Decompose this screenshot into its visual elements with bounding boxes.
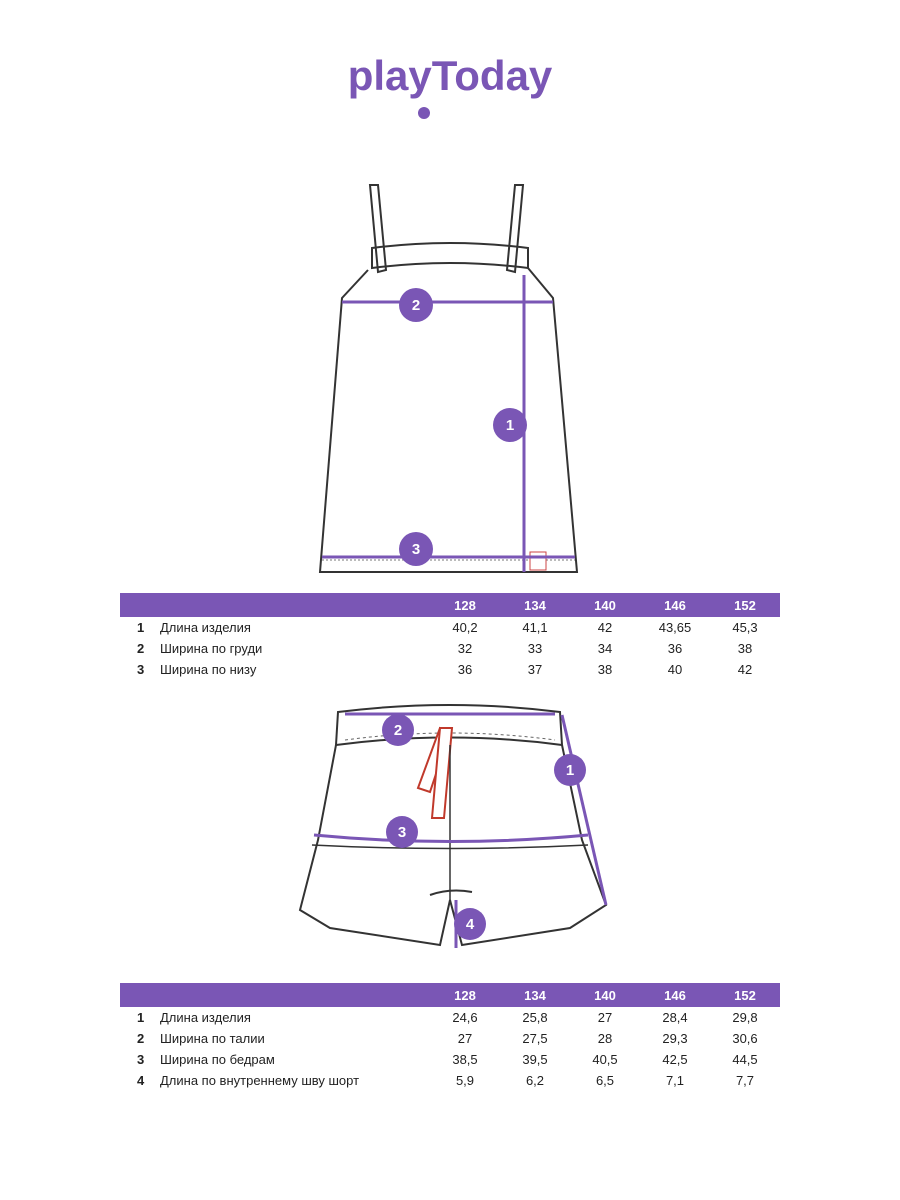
size-134: 134 <box>500 593 570 617</box>
cell-value: 34 <box>597 641 613 656</box>
shorts-length-line <box>560 714 608 906</box>
cell-value: 30,6 <box>732 1031 758 1046</box>
garment-tag <box>529 551 547 571</box>
brand-logo-mark: playToday <box>348 52 553 119</box>
cell-value: 27,5 <box>522 1031 548 1046</box>
svg-text:1: 1 <box>566 762 574 779</box>
shorts-illustration: 2 1 3 4 <box>0 700 900 970</box>
top-size-table: 128 134 140 146 152 1 Длина изделия 40,2… <box>120 593 780 680</box>
cell-value: 40 <box>667 662 683 677</box>
cell-value: 33 <box>527 641 543 656</box>
row-label: Длина по внутреннему шву шорт <box>160 1073 360 1088</box>
shorts-size-table: 128 134 140 146 152 1 Длина изделия 24,6… <box>120 983 780 1091</box>
top-size-header: 128 134 140 146 152 <box>120 593 780 617</box>
row-number: 2 <box>137 641 145 656</box>
pocket-detail <box>429 889 473 896</box>
cell-value: 43,65 <box>658 620 692 635</box>
right-strap <box>505 184 525 274</box>
row-number: 2 <box>137 1031 145 1046</box>
brand-logo: playToday <box>0 52 900 124</box>
row-label: Ширина по талии <box>160 1031 265 1046</box>
size-146: 146 <box>640 983 710 1007</box>
cell-value: 38,5 <box>452 1052 478 1067</box>
row-label: Длина изделия <box>160 620 251 635</box>
cell-value: 44,5 <box>732 1052 758 1067</box>
cell-value: 36 <box>457 662 473 677</box>
row-label: Ширина по бедрам <box>160 1052 275 1067</box>
cell-value: 38 <box>737 641 753 656</box>
table-row: 2 Ширина по груди 32 33 34 36 38 <box>120 638 780 659</box>
cell-value: 29,8 <box>732 1010 758 1025</box>
table-row: 4 Длина по внутреннему шву шорт 5,9 6,2 … <box>120 1070 780 1091</box>
table-row: 3 Ширина по бедрам 38,5 39,5 40,5 42,5 4… <box>120 1049 780 1070</box>
cell-value: 37 <box>527 662 543 677</box>
size-152: 152 <box>710 593 780 617</box>
row-number: 3 <box>137 662 145 677</box>
cell-value: 6,5 <box>595 1073 615 1088</box>
cell-value: 24,6 <box>452 1010 478 1025</box>
hip-width-line <box>313 833 589 843</box>
cell-value: 40,2 <box>452 620 478 635</box>
cell-value: 7,7 <box>735 1073 755 1088</box>
logo-dot <box>418 107 430 119</box>
cell-value: 28 <box>597 1031 613 1046</box>
cell-value: 42 <box>597 620 613 635</box>
row-number: 1 <box>137 1010 145 1025</box>
brand-logo-text: playToday <box>348 52 553 99</box>
table-row: 1 Длина изделия 24,6 25,8 27 28,4 29,8 <box>120 1007 780 1028</box>
svg-text:3: 3 <box>398 824 406 841</box>
cell-value: 5,9 <box>455 1073 475 1088</box>
top-body-outline <box>318 267 579 573</box>
drawstring-right <box>430 727 454 819</box>
neckline-band <box>371 242 529 270</box>
size-128: 128 <box>430 593 500 617</box>
cell-value: 42 <box>737 662 753 677</box>
row-number: 4 <box>137 1073 145 1088</box>
cell-value: 36 <box>667 641 683 656</box>
cell-value: 25,8 <box>522 1010 548 1025</box>
row-label: Длина изделия <box>160 1010 251 1025</box>
left-strap <box>368 184 388 274</box>
cell-value: 28,4 <box>662 1010 688 1025</box>
row-number: 3 <box>137 1052 145 1067</box>
size-146: 146 <box>640 593 710 617</box>
svg-text:2: 2 <box>394 722 402 739</box>
cell-value: 7,1 <box>665 1073 685 1088</box>
marker-3: 3 <box>399 532 433 566</box>
cell-value: 27 <box>597 1010 613 1025</box>
cell-value: 45,3 <box>732 620 758 635</box>
tank-top-illustration: 2 1 3 <box>0 180 900 580</box>
cell-value: 42,5 <box>662 1052 688 1067</box>
cell-value: 32 <box>457 641 473 656</box>
marker-1: 1 <box>554 754 586 786</box>
marker-1: 1 <box>493 408 527 442</box>
cell-value: 41,1 <box>522 620 548 635</box>
row-number: 1 <box>137 620 145 635</box>
size-140: 140 <box>570 983 640 1007</box>
size-128: 128 <box>430 983 500 1007</box>
table-row: 3 Ширина по низу 36 37 38 40 42 <box>120 659 780 680</box>
shorts-size-header: 128 134 140 146 152 <box>120 983 780 1007</box>
table-row: 1 Длина изделия 40,2 41,1 42 43,65 45,3 <box>120 617 780 638</box>
cell-value: 38 <box>597 662 613 677</box>
marker-3: 3 <box>386 816 418 848</box>
size-134: 134 <box>500 983 570 1007</box>
cell-value: 39,5 <box>522 1052 548 1067</box>
cell-value: 6,2 <box>525 1073 545 1088</box>
marker-2: 2 <box>399 288 433 322</box>
row-label: Ширина по груди <box>160 641 263 656</box>
marker-4: 4 <box>454 908 486 940</box>
svg-text:1: 1 <box>506 417 514 434</box>
cell-value: 29,3 <box>662 1031 688 1046</box>
svg-text:3: 3 <box>412 541 420 558</box>
row-label: Ширина по низу <box>160 662 257 677</box>
cell-value: 27 <box>457 1031 473 1046</box>
size-152: 152 <box>710 983 780 1007</box>
cell-value: 40,5 <box>592 1052 618 1067</box>
svg-text:2: 2 <box>412 297 420 314</box>
table-row: 2 Ширина по талии 27 27,5 28 29,3 30,6 <box>120 1028 780 1049</box>
svg-text:4: 4 <box>466 916 475 933</box>
size-140: 140 <box>570 593 640 617</box>
marker-2: 2 <box>382 714 414 746</box>
